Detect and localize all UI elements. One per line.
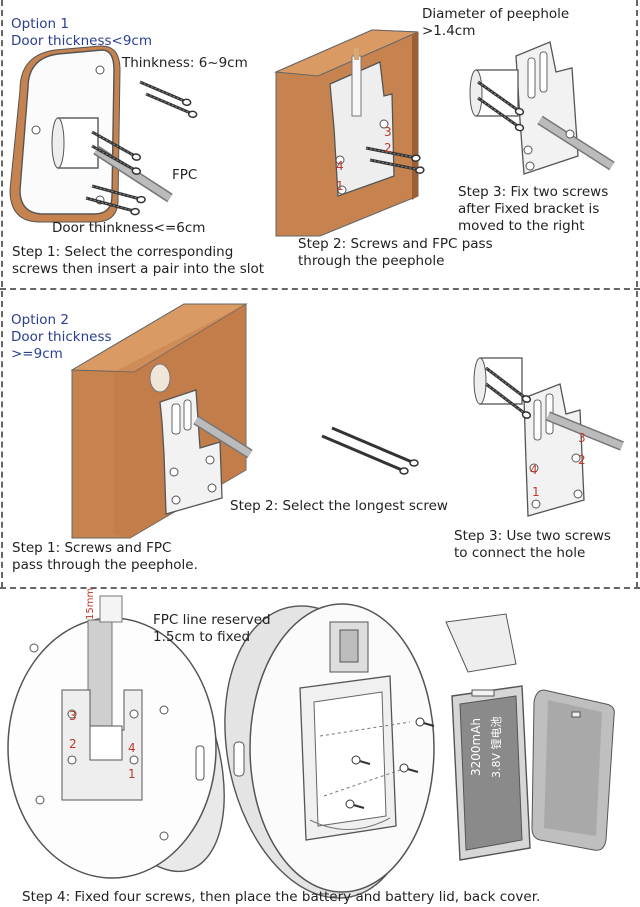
option2-step2-illustration: [321, 426, 419, 475]
option1-diameter-label: Diameter of peephole: [422, 6, 570, 22]
option2-step3-line2: to connect the hole: [454, 545, 586, 561]
option2-step2-label: Step 2: Select the longest screw: [230, 498, 448, 514]
option2-hole-label-1: 1: [532, 485, 540, 499]
battery-voltage-label: 3.8V 锂电池: [490, 716, 503, 778]
back-plate-illustration: [7, 595, 225, 879]
option1-title: Option 1: [11, 16, 69, 32]
battery-capacity-label: 3200mAh: [469, 717, 483, 776]
plate-hole-label-2: 2: [69, 737, 77, 751]
step4-label: Step 4: Fixed four screws, then place th…: [22, 889, 541, 905]
option1-door-thinkness-label: Door thinkness<=6cm: [52, 220, 206, 236]
option1-fpc-label: FPC: [172, 167, 198, 183]
housing-illustration: [224, 603, 435, 899]
option2-door-thickness-line1: Door thickness: [11, 329, 112, 345]
option1-diameter-value: >1.4cm: [422, 23, 476, 39]
separator-bottom: [0, 587, 640, 589]
option1-thinkness-label: Thinkness: 6~9cm: [122, 55, 248, 71]
option1-step1-line1: Step 1: Select the corresponding: [12, 244, 234, 260]
option2-door-thickness-line2: >=9cm: [11, 346, 63, 362]
plate-hole-label-3: 3: [69, 709, 77, 723]
battery-illustration: [445, 613, 531, 861]
option1-hole-label-4: 4: [336, 159, 344, 173]
option1-step1-line2: screws then insert a pair into the slot: [12, 261, 265, 277]
fpc-reserved-line1: FPC line reserved: [153, 612, 271, 628]
option2-step3-line1: Step 3: Use two screws: [454, 528, 611, 544]
fpc-measure-label: 15mm: [85, 587, 96, 620]
option2-step3-illustration: [473, 357, 624, 517]
option2-step1-line2: pass through the peephole.: [12, 557, 198, 573]
option1-step3-line3: moved to the right: [458, 218, 585, 234]
option1-step3-line2: after Fixed bracket is: [458, 201, 600, 217]
option2-step1-illustration: [70, 303, 253, 539]
option1-step3-line1: Step 3: Fix two screws: [458, 184, 609, 200]
option1-step3-illustration: [469, 41, 615, 175]
option2-title: Option 2: [11, 312, 69, 328]
housing-screws: [319, 717, 435, 809]
plate-hole-label-1: 1: [128, 767, 136, 781]
separator-right: [636, 0, 638, 588]
separator-top: [0, 288, 640, 290]
option2-step1-line1: Step 1: Screws and FPC: [12, 540, 172, 556]
option1-step2-line2: through the peephole: [298, 253, 445, 269]
separator-left: [1, 0, 3, 588]
battery-lid-illustration: [531, 689, 615, 851]
option1-hole-label-1: 1: [336, 179, 344, 193]
option1-door-thickness: Door thickness<9cm: [11, 33, 152, 49]
option2-hole-label-3: 3: [578, 431, 586, 445]
plate-hole-label-4: 4: [128, 741, 136, 755]
option2-hole-label-2: 2: [578, 453, 586, 467]
option1-hole-label-2: 2: [384, 141, 392, 155]
option1-hole-label-3: 3: [384, 125, 392, 139]
option1-step1-illustration: [9, 45, 200, 223]
option2-hole-label-4: 4: [530, 463, 538, 477]
fpc-reserved-line2: 1.5cm to fixed: [153, 629, 251, 645]
option1-step2-line1: Step 2: Screws and FPC pass: [298, 236, 493, 252]
option1-step2-illustration: [274, 29, 426, 237]
